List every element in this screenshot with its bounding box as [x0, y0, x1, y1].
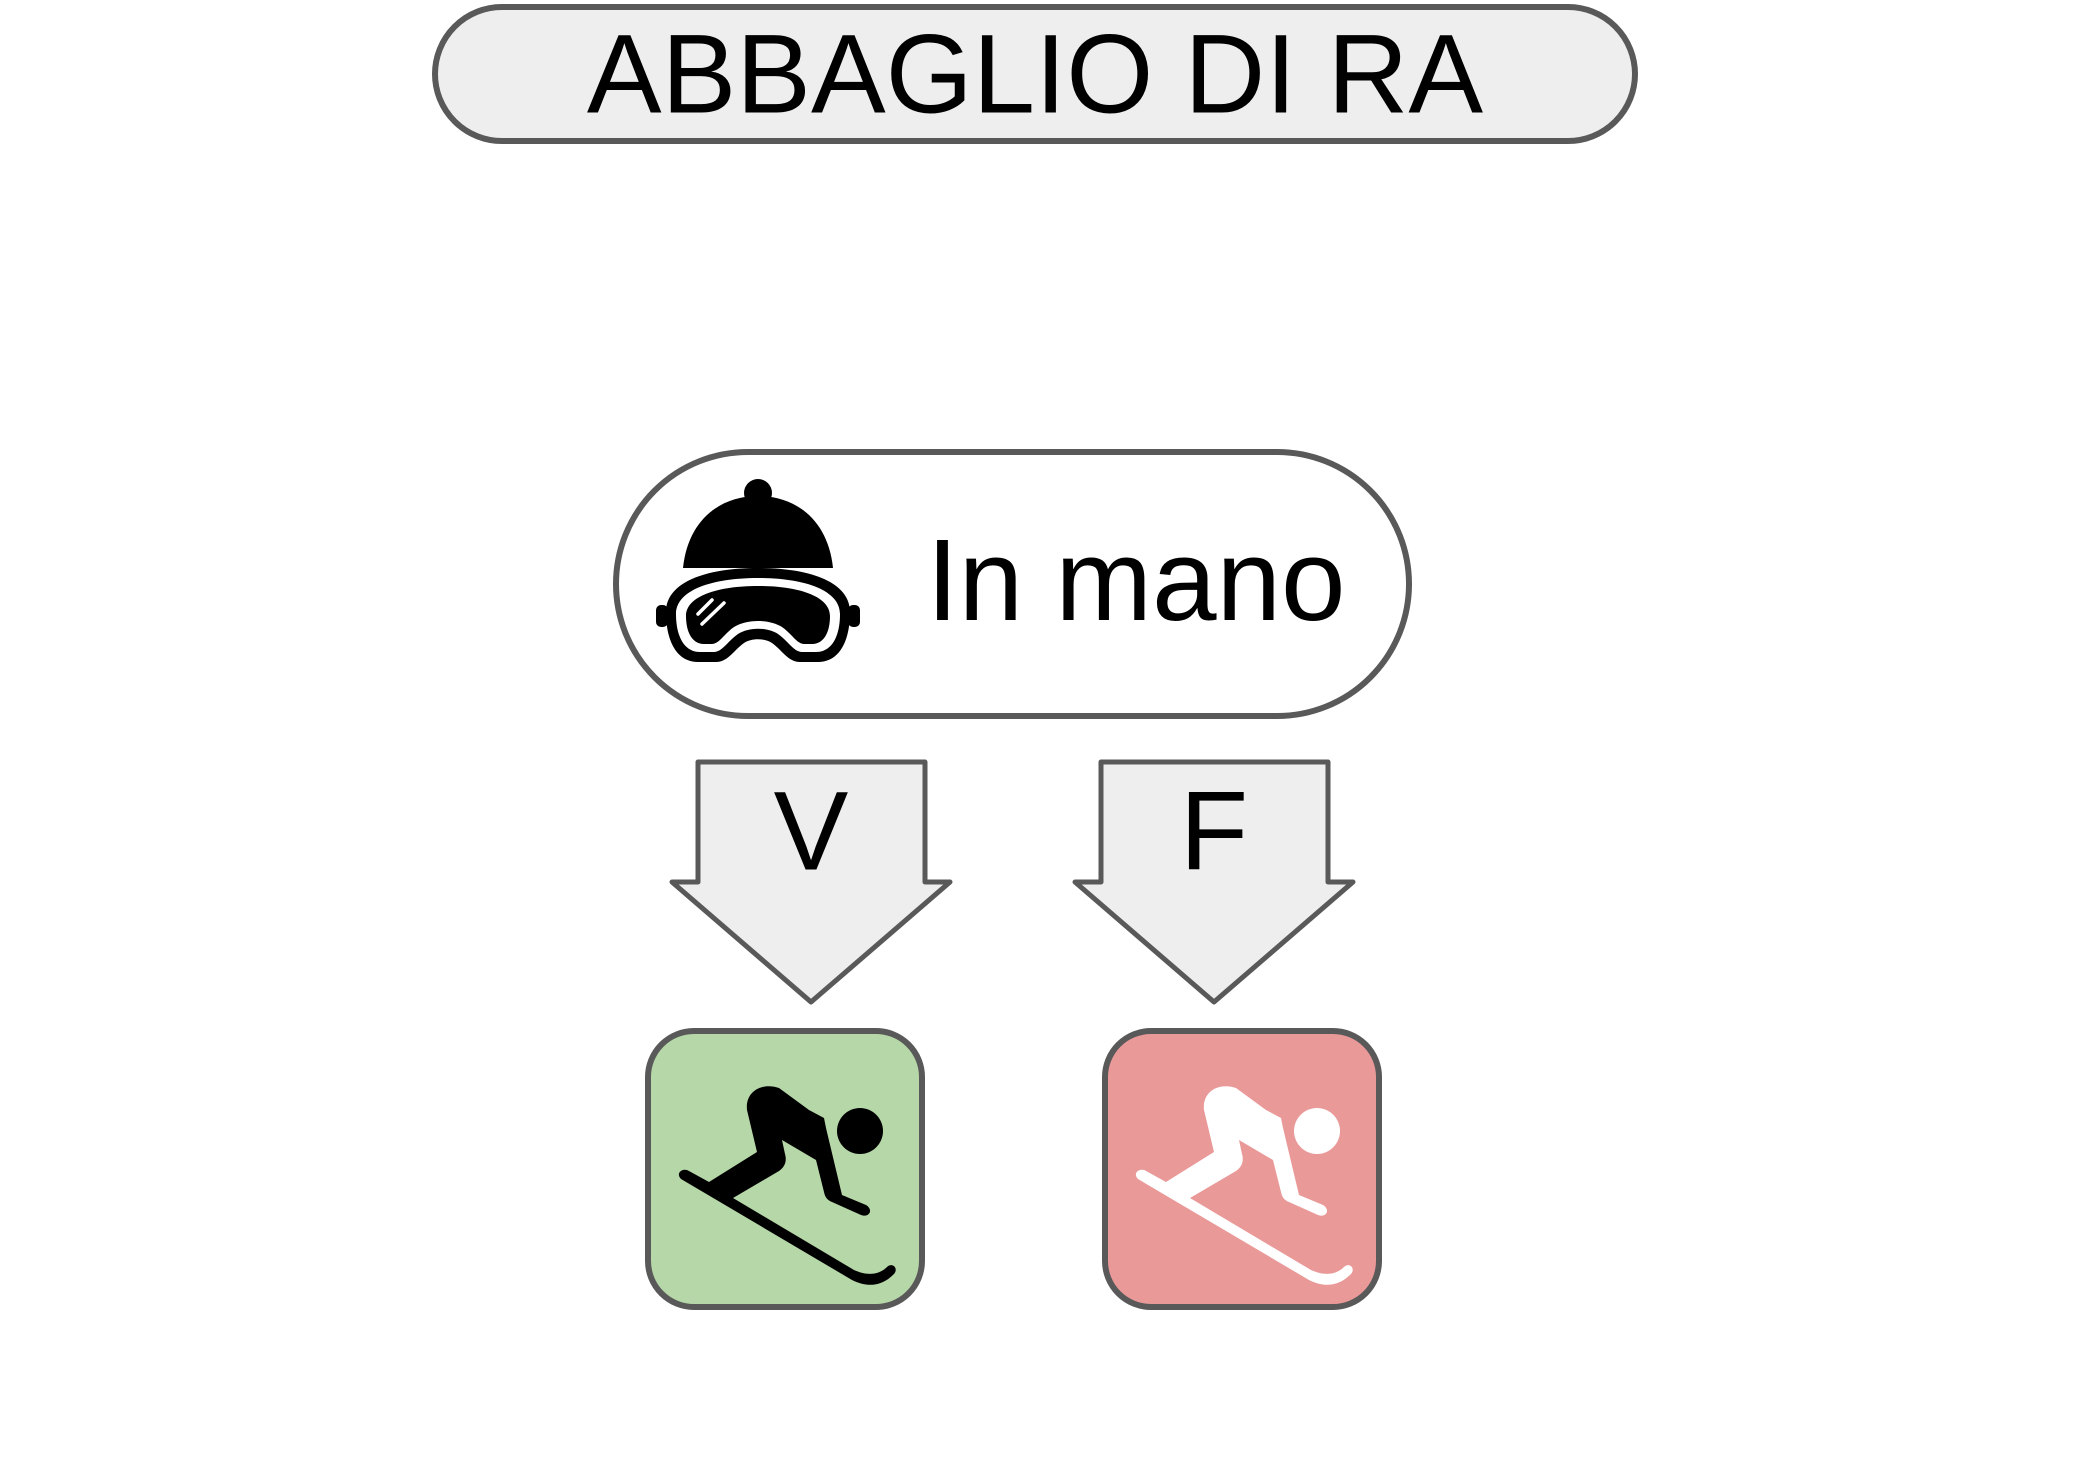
result-box-false — [1102, 1028, 1382, 1310]
branch-label-true: V — [774, 769, 849, 894]
branch-arrow-true: V — [669, 759, 953, 1005]
branch-arrow-false: F — [1072, 759, 1356, 1005]
title-box: ABBAGLIO DI RA — [432, 4, 1638, 144]
question-box: In mano — [613, 449, 1412, 719]
branch-label-false: F — [1180, 769, 1248, 894]
question-text: In mano — [926, 515, 1345, 645]
diagram-title: ABBAGLIO DI RA — [587, 12, 1484, 137]
result-box-true — [645, 1028, 925, 1310]
ski-goggles-helmet-icon — [656, 479, 860, 662]
